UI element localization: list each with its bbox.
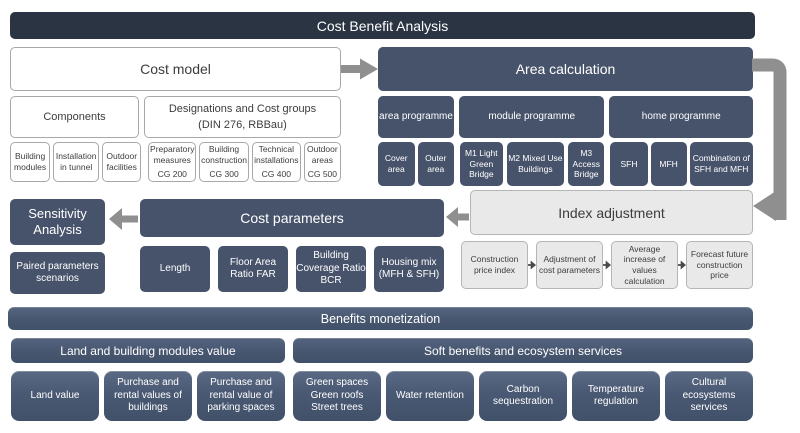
combination-sfh-mfh-box: Combination of SFH and MFH	[689, 142, 753, 186]
land-benefit-items-row: Land value Purchase and rental values of…	[11, 371, 285, 421]
housing-mix-box: Housing mix (MFH & SFH)	[374, 246, 444, 292]
mfh-box: MFH	[650, 142, 687, 186]
construction-price-index-box: Construction price index	[461, 241, 528, 289]
average-increase-values-box: Average increase of values calculation	[611, 241, 678, 289]
temperature-regulation-box: Temperature regulation	[572, 371, 660, 421]
length-box: Length	[140, 246, 210, 292]
outer-area-box: Outer area	[417, 142, 454, 186]
programme-items-row: Cover area Outer area M1 Light Green Bri…	[378, 142, 753, 186]
index-adjustment-steps-row: Construction price index Adjustment of c…	[461, 241, 753, 289]
cg300-label: Building construction	[201, 144, 247, 165]
cg400-label: Technical installations	[254, 144, 299, 165]
outdoor-facilities-box: Outdoor facilities	[102, 142, 142, 182]
home-programme-box: home programme	[609, 96, 753, 138]
cg400-code: CG 400	[261, 169, 291, 180]
soft-benefit-items-row: Green spaces Green roofs Street trees Wa…	[293, 371, 753, 421]
cg200-box: Preparatory measures CG 200	[148, 142, 197, 182]
sfh-box: SFH	[610, 142, 648, 186]
designations-title: Designations and Cost groups	[168, 102, 317, 115]
adjustment-of-cost-parameters-box: Adjustment of cost parameters	[536, 241, 603, 289]
benefits-monetization-header: Benefits monetization	[8, 307, 753, 330]
forecast-future-construction-price-box: Forecast future construction price	[686, 241, 753, 289]
cost-parameters-header: Cost parameters	[140, 199, 444, 237]
cost-model-box: Cost model	[10, 47, 341, 91]
m3-access-bridge-box: M3 Access Bridge	[568, 142, 605, 186]
designations-box: Designations and Cost groups (DIN 276, R…	[144, 96, 341, 138]
water-retention-box: Water retention	[386, 371, 474, 421]
paired-parameters-scenarios-box: Paired parameters scenarios	[10, 252, 105, 294]
green-spaces-box: Green spaces Green roofs Street trees	[293, 371, 381, 421]
m1-light-green-bridge-box: M1 Light Green Bridge	[460, 142, 503, 186]
cg500-code: CG 500	[307, 169, 337, 180]
index-adjustment-header: Index adjustment	[470, 190, 753, 235]
soft-benefits-ecosystem-services-bar: Soft benefits and ecosystem services	[293, 338, 753, 363]
cg400-box: Technical installations CG 400	[251, 142, 301, 182]
floor-area-ratio-box: Floor Area Ratio FAR	[218, 246, 288, 292]
area-programme-box: area programme	[378, 96, 454, 138]
components-items-row: Building modules Installation in tunnel …	[10, 142, 342, 182]
cover-area-box: Cover area	[378, 142, 415, 186]
sensitivity-analysis-header: Sensitivity Analysis	[10, 199, 105, 245]
cg500-label: Outdoor areas	[306, 144, 338, 165]
cg200-code: CG 200	[157, 169, 187, 180]
arrow-right-icon	[341, 58, 378, 80]
cg200-label: Preparatory measures	[150, 144, 195, 165]
purchase-rental-parking-box: Purchase and rental value of parking spa…	[197, 371, 285, 421]
installation-in-tunnel-box: Installation in tunnel	[53, 142, 100, 182]
area-calculation-header: Area calculation	[378, 47, 753, 91]
cg300-code: CG 300	[209, 169, 239, 180]
module-programme-items: M1 Light Green Bridge M2 Mixed Use Build…	[460, 142, 605, 186]
elbow-arrow-down-left-icon	[752, 58, 787, 221]
building-coverage-ratio-box: Building Coverage Ratio BCR	[296, 246, 366, 292]
land-value-box: Land value	[11, 371, 99, 421]
land-building-modules-value-bar: Land and building modules value	[11, 338, 285, 363]
purchase-rental-buildings-box: Purchase and rental values of buildings	[104, 371, 192, 421]
cultural-ecosystems-services-box: Cultural ecosystems services	[665, 371, 753, 421]
step-arrow-right-icon	[528, 260, 536, 270]
cg300-box: Building construction CG 300	[199, 142, 249, 182]
arrow-left-icon	[109, 208, 138, 230]
step-arrow-right-icon	[678, 260, 686, 270]
arrow-left-icon	[446, 207, 469, 227]
module-programme-box: module programme	[459, 96, 605, 138]
home-programme-items: SFH MFH Combination of SFH and MFH	[610, 142, 753, 186]
cost-parameters-row: Length Floor Area Ratio FAR Building Cov…	[140, 246, 444, 292]
step-arrow-right-icon	[603, 260, 611, 270]
m2-mixed-use-buildings-box: M2 Mixed Use Buildings	[506, 142, 565, 186]
building-modules-box: Building modules	[10, 142, 51, 182]
programmes-row: area programme module programme home pro…	[378, 96, 753, 138]
carbon-sequestration-box: Carbon sequestration	[479, 371, 567, 421]
cg500-box: Outdoor areas CG 500	[303, 142, 342, 182]
components-box: Components	[10, 96, 139, 138]
diagram-title: Cost Benefit Analysis	[10, 12, 755, 39]
area-programme-items: Cover area Outer area	[378, 142, 454, 186]
designations-subtitle: (DIN 276, RBBau)	[198, 119, 287, 131]
